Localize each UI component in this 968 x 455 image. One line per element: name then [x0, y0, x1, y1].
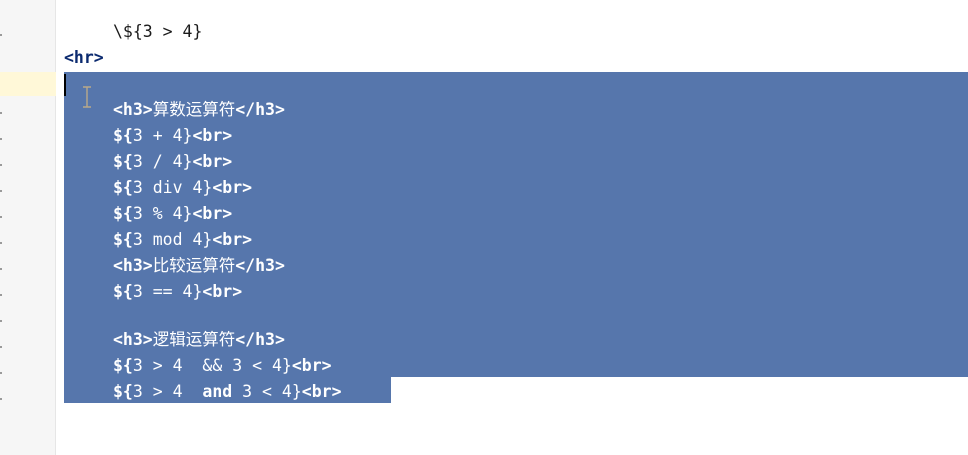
ibeam-cursor-icon: [83, 86, 91, 108]
code-text: 3 % 4}: [132, 204, 193, 223]
code-line[interactable]: <h3>算数运算符</h3>: [113, 97, 285, 123]
el-open: ${: [113, 382, 133, 401]
heading-text: 比较运算符: [152, 256, 236, 275]
br-tag: <br>: [212, 178, 253, 197]
code-text: 3 / 4}: [132, 152, 193, 171]
gutter-mark: [0, 242, 2, 244]
code-text: 3 > 4: [132, 382, 203, 401]
heading-text: 算数运算符: [152, 100, 236, 119]
code-text: 3 == 4}: [132, 282, 203, 301]
h3-open-tag: <h3>: [113, 256, 153, 275]
br-tag: <br>: [192, 126, 233, 145]
code-text: 3 + 4}: [132, 126, 193, 145]
gutter-mark: [0, 216, 2, 218]
code-line[interactable]: ${3 / 4}<br>: [113, 149, 232, 175]
code-line[interactable]: <hr>: [64, 45, 104, 71]
current-line-highlight: [0, 72, 56, 96]
code-line[interactable]: ${3 % 4}<br>: [113, 201, 232, 227]
el-open: ${: [113, 356, 133, 375]
gutter-mark: [0, 320, 2, 322]
h3-close-tag: </h3>: [235, 256, 285, 275]
br-tag: <br>: [192, 152, 233, 171]
h3-close-tag: </h3>: [235, 330, 285, 349]
gutter-mark: [0, 294, 2, 296]
gutter-mark: [0, 34, 2, 36]
br-tag: <br>: [212, 230, 253, 249]
code-line[interactable]: ${3 > 4 && 3 < 4}<br>: [113, 353, 332, 379]
h3-open-tag: <h3>: [113, 100, 153, 119]
h3-close-tag: </h3>: [235, 100, 285, 119]
code-line[interactable]: ${3 + 4}<br>: [113, 123, 232, 149]
hr-tag: <hr>: [64, 48, 104, 67]
el-open: ${: [113, 126, 133, 145]
br-tag: <br>: [202, 282, 243, 301]
h3-open-tag: <h3>: [113, 330, 153, 349]
code-line[interactable]: ${3 div 4}<br>: [113, 175, 252, 201]
heading-text: 逻辑运算符: [152, 330, 236, 349]
el-open: ${: [113, 282, 133, 301]
code-line[interactable]: \${3 > 4}: [113, 19, 202, 45]
br-tag: <br>: [192, 204, 233, 223]
code-line[interactable]: <h3>比较运算符</h3>: [113, 253, 285, 279]
el-open: ${: [113, 230, 133, 249]
gutter-mark: [0, 112, 2, 114]
gutter-mark: [0, 268, 2, 270]
gutter-mark: [0, 346, 2, 348]
el-open: ${: [113, 178, 133, 197]
el-open: ${: [113, 204, 133, 223]
gutter-mark: [0, 372, 2, 374]
code-text: 3 div 4}: [132, 178, 213, 197]
gutter-mark: [0, 138, 2, 140]
br-tag: <br>: [301, 382, 342, 401]
code-line[interactable]: ${3 > 4 and 3 < 4}<br>: [113, 379, 342, 405]
code-text: 3 mod 4}: [132, 230, 213, 249]
text-selection-tail: [64, 377, 391, 403]
text-selection: [64, 72, 968, 377]
gutter-mark: [0, 164, 2, 166]
gutter-mark: [0, 398, 2, 400]
code-text: \${3 > 4}: [113, 22, 203, 41]
code-line[interactable]: ${3 == 4}<br>: [113, 279, 242, 305]
text-caret: [64, 74, 66, 96]
br-tag: <br>: [291, 356, 332, 375]
and-keyword: and: [202, 382, 233, 401]
code-text: 3 < 4}: [232, 382, 302, 401]
code-line[interactable]: ${3 mod 4}<br>: [113, 227, 252, 253]
el-open: ${: [113, 152, 133, 171]
code-line[interactable]: <h3>逻辑运算符</h3>: [113, 327, 285, 353]
code-text: 3 > 4 && 3 < 4}: [132, 356, 292, 375]
gutter-mark: [0, 190, 2, 192]
